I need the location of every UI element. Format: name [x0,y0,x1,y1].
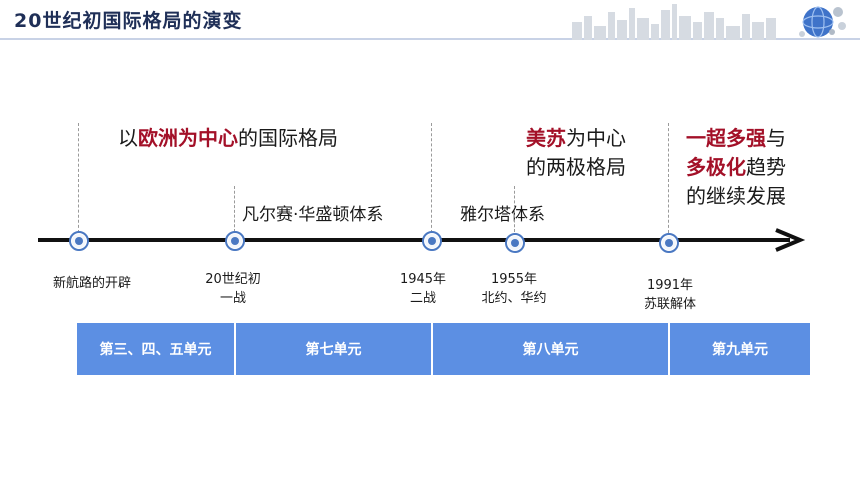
phase-europe-centered: 以欧洲为中心的国际格局 [118,124,338,153]
divider-dashed [668,123,669,233]
city-skyline-icon [572,4,776,40]
phase-text: 与 [766,126,786,150]
globe-icon [799,6,846,38]
phase-multipolar: 一超多强与 多极化趋势 的继续发展 [686,124,786,211]
timeline-node [69,231,89,251]
event-ussr-dissolution: 1991年 苏联解体 [644,276,696,314]
event-label: 20世纪初 [205,272,261,287]
divider-dashed [431,123,432,233]
event-label: 1945年 [399,272,447,287]
phase-text: 的两极格局 [526,155,626,179]
event-label: 1955年 [490,272,538,287]
phase-text: 的继续发展 [686,184,786,208]
unit-9: 第九单元 [670,323,810,375]
phase-highlight: 欧洲为中心 [138,126,238,150]
phase-text: 为中心 [566,126,626,150]
unit-3-4-5: 第三、四、五单元 [77,323,236,375]
phase-text: 的国际格局 [238,126,338,150]
timeline-node [659,233,679,253]
event-wwi: 20世纪初 一战 [205,270,261,308]
event-nato-warsaw: 1955年 北约、华约 [481,270,546,308]
phase-highlight: 一超多强 [686,126,766,150]
divider-dashed [234,186,235,232]
unit-7: 第七单元 [236,323,433,375]
event-label: 一战 [219,291,247,306]
phase-text: 以 [118,126,138,150]
event-label: 北约、华约 [481,291,547,306]
unit-8: 第八单元 [433,323,670,375]
event-label: 二战 [409,291,436,306]
phase-highlight: 多极化 [686,155,746,179]
divider-dashed [78,123,79,233]
phase-bipolar: 美苏为中心 的两极格局 [526,124,626,182]
event-wwii: 1945年 二战 [400,270,446,308]
event-new-sea-routes: 新航路的开辟 [53,274,131,293]
event-label: 新航路的开辟 [52,276,132,291]
system-versailles-washington: 凡尔赛·华盛顿体系 [242,205,384,225]
divider-dashed [514,186,515,232]
event-label: 苏联解体 [643,297,697,312]
page-title: 20世纪初国际格局的演变 [14,10,243,32]
timeline-node [225,231,245,251]
phase-text: 趋势 [746,155,786,179]
header-divider [0,38,860,40]
timeline-node [505,233,525,253]
unit-bar: 第三、四、五单元 第七单元 第八单元 第九单元 [77,323,810,375]
phase-highlight: 美苏 [526,126,566,150]
system-yalta: 雅尔塔体系 [460,205,545,225]
event-label: 1991年 [646,278,694,293]
timeline-node [422,231,442,251]
